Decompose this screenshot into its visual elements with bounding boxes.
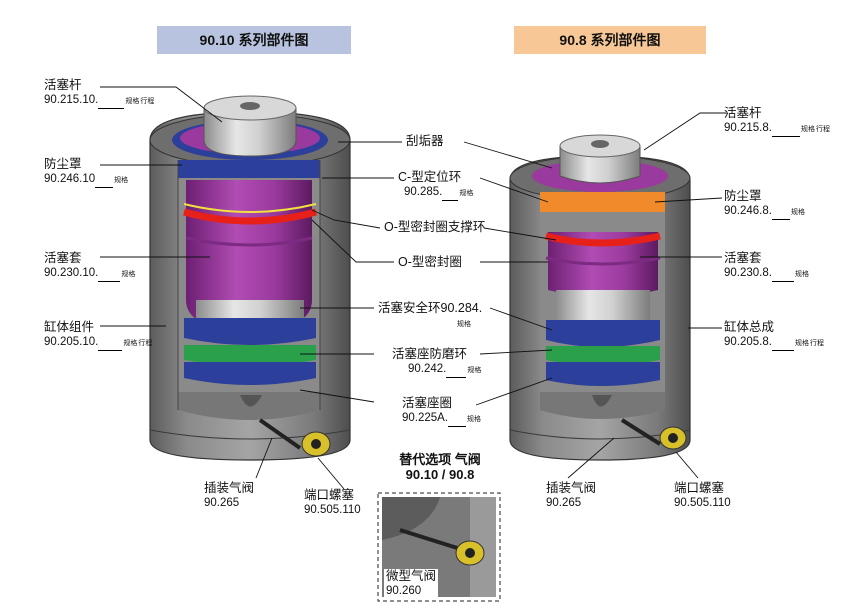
- label-safety: 活塞安全环90.284. 规格: [378, 301, 482, 332]
- label-right-wiper: 防尘罩 90.246.8. 规格: [724, 189, 805, 220]
- header-left-title: 90.10 系列部件图: [157, 26, 351, 54]
- label-left-sleeve-size: 规格: [121, 271, 136, 278]
- label-right-body-title: 缸体总成: [724, 320, 775, 334]
- label-right-body-code: 90.205.8.: [724, 336, 772, 348]
- label-micro-valve: 微型气阀 90.260: [384, 569, 439, 599]
- label-micro-valve-title: 微型气阀: [386, 569, 437, 583]
- label-seat-size: 规格: [467, 416, 482, 423]
- label-right-rod-size: 规格: [800, 126, 815, 133]
- left-cylinder: [149, 95, 351, 461]
- label-right-wiper-size: 规格: [790, 209, 805, 216]
- label-left-rod-title: 活塞杆: [44, 78, 82, 92]
- label-oring-title: O-型密封圈: [398, 255, 462, 269]
- label-left-sleeve-code: 90.230.10.: [44, 267, 99, 279]
- label-right-valve-title: 插装气阀: [546, 481, 597, 495]
- label-right-plug-title: 端口螺塞: [674, 481, 725, 495]
- right-cylinder: [509, 134, 691, 461]
- label-right-rod-title: 活塞杆: [724, 106, 762, 120]
- label-left-rod-size: 规格: [125, 98, 140, 105]
- label-right-body: 缸体总成 90.205.8. 规格行程: [724, 320, 824, 351]
- label-left-rod: 活塞杆 90.215.10. 规格行程: [44, 78, 154, 109]
- label-wear-size: 规格: [467, 367, 482, 374]
- label-right-wiper-title: 防尘罩: [724, 189, 762, 203]
- label-right-body-size: 规格: [794, 340, 809, 347]
- label-right-sleeve-size: 规格: [794, 271, 809, 278]
- label-cring-title: C-型定位环: [398, 170, 462, 184]
- label-backup: O-型密封圈支撑环: [384, 220, 485, 235]
- label-right-body-stroke: 行程: [809, 340, 824, 347]
- label-cring-code: 90.285.: [404, 186, 443, 198]
- label-micro-valve-code: 90.260: [386, 585, 422, 597]
- label-wear-title: 活塞座防磨环: [392, 347, 468, 361]
- label-cring-size: 规格: [459, 190, 474, 197]
- label-left-sleeve-title: 活塞套: [44, 251, 82, 265]
- label-right-wiper-code: 90.246.8.: [724, 205, 772, 217]
- label-left-body-stroke: 行程: [138, 340, 153, 347]
- label-left-plug: 端口螺塞 90.505.110: [304, 488, 361, 518]
- label-left-plug-title: 端口螺塞: [304, 488, 355, 502]
- label-wear: 活塞座防磨环 90.242. 规格: [392, 347, 481, 378]
- label-backup-title: O-型密封圈支撑环: [384, 220, 486, 234]
- label-right-rod-stroke: 行程: [815, 126, 830, 133]
- label-left-sleeve: 活塞套 90.230.10. 规格: [44, 251, 135, 282]
- label-seat: 活塞座圈 90.225A. 规格: [402, 396, 481, 427]
- label-left-valve-code: 90.265: [204, 497, 240, 509]
- option-models: 90.10 / 90.8: [405, 467, 475, 482]
- label-right-plug: 端口螺塞 90.505.110: [674, 481, 731, 511]
- header-right-title: 90.8 系列部件图: [514, 26, 706, 54]
- label-scraper-title: 刮垢器: [406, 134, 444, 148]
- label-right-valve: 插装气阀 90.265: [546, 481, 596, 511]
- label-left-wiper-size: 规格: [114, 177, 129, 184]
- label-right-rod: 活塞杆 90.215.8. 规格行程: [724, 106, 830, 137]
- option-title: 替代选项 气阀: [399, 452, 481, 467]
- label-safety-title: 活塞安全环90.284.: [378, 301, 483, 315]
- label-left-rod-code: 90.215.10.: [44, 94, 99, 106]
- label-left-valve: 插装气阀 90.265: [204, 481, 254, 511]
- label-left-body-title: 缸体组件: [44, 320, 95, 334]
- label-left-wiper-code: 90.246.10: [44, 173, 96, 185]
- label-left-wiper-title: 防尘罩: [44, 157, 82, 171]
- leader-lines: [100, 86, 728, 490]
- label-right-plug-code: 90.505.110: [674, 497, 731, 509]
- label-wear-code: 90.242.: [408, 363, 447, 375]
- label-right-rod-code: 90.215.8.: [724, 122, 772, 134]
- label-left-plug-code: 90.505.110: [304, 504, 361, 516]
- label-right-sleeve-code: 90.230.8.: [724, 267, 772, 279]
- label-left-body-size: 规格: [123, 340, 138, 347]
- label-oring: O-型密封圈: [398, 255, 462, 270]
- label-safety-size: 规格: [457, 321, 471, 328]
- label-cring: C-型定位环 90.285. 规格: [398, 170, 473, 201]
- label-left-rod-stroke: 行程: [140, 98, 155, 105]
- label-right-sleeve-title: 活塞套: [724, 251, 762, 265]
- label-scraper: 刮垢器: [406, 134, 444, 149]
- label-left-body: 缸体组件 90.205.10. 规格行程: [44, 320, 152, 351]
- label-left-body-code: 90.205.10.: [44, 336, 99, 348]
- label-right-valve-code: 90.265: [546, 497, 582, 509]
- label-left-valve-title: 插装气阀: [204, 481, 255, 495]
- label-seat-title: 活塞座圈: [402, 396, 453, 410]
- label-left-wiper: 防尘罩 90.246.10 规格: [44, 157, 128, 188]
- label-seat-code: 90.225A.: [402, 412, 449, 424]
- label-right-sleeve: 活塞套 90.230.8. 规格: [724, 251, 809, 282]
